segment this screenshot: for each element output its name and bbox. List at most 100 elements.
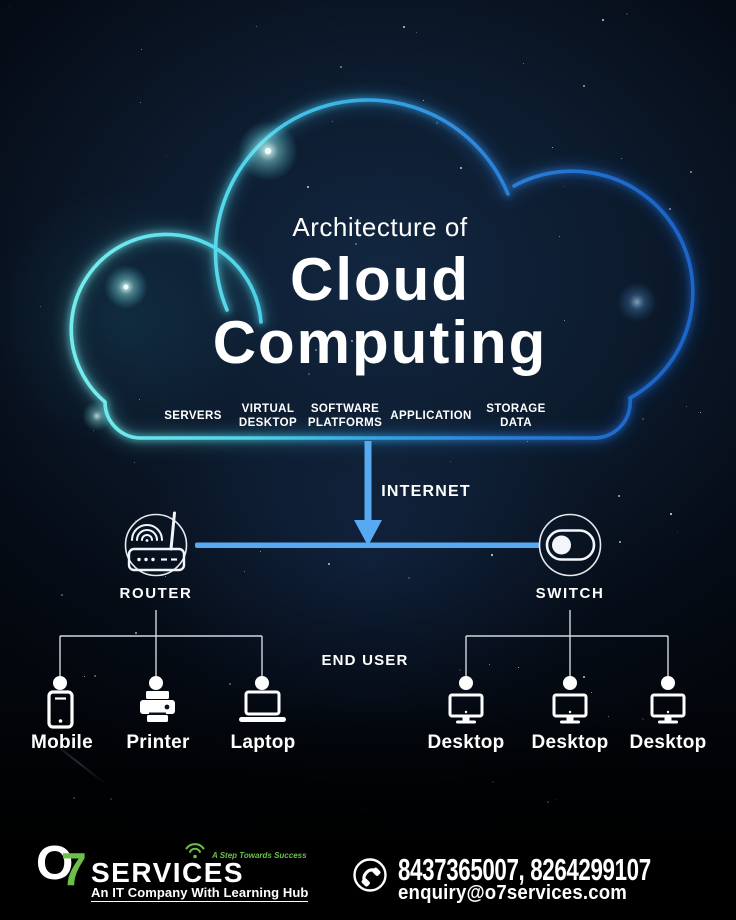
title-main-1: Cloud — [290, 246, 470, 313]
star — [73, 797, 75, 799]
switch-label: SWITCH — [535, 585, 605, 602]
end-user-label: END USER — [321, 652, 409, 669]
star — [403, 26, 406, 29]
cloud-label-application: APPLICATION — [390, 409, 472, 422]
star — [475, 729, 477, 731]
email-address: enquiry@o7services.com — [398, 882, 628, 904]
star — [84, 676, 86, 678]
cloud-glints — [82, 121, 657, 431]
star — [489, 664, 491, 666]
star — [591, 692, 592, 693]
star — [423, 100, 425, 102]
device-label-mobile: Mobile — [31, 732, 93, 753]
star — [669, 208, 671, 210]
star — [583, 676, 585, 678]
star — [165, 576, 167, 578]
desktop-icon — [650, 693, 686, 724]
device-label-desktop-3: Desktop — [629, 732, 707, 753]
cloud-label-software-platforms: SOFTWARE PLATFORMS — [307, 402, 383, 429]
logo-subtitle: An IT Company With Learning Hub — [91, 885, 309, 902]
desktop-icon — [448, 693, 484, 724]
star — [308, 373, 310, 375]
star — [332, 121, 333, 122]
logo-tagline: A Step Towards Success — [212, 851, 307, 860]
star — [700, 412, 702, 414]
star — [260, 551, 262, 553]
star — [134, 462, 136, 464]
device-label-desktop-1: Desktop — [427, 732, 505, 753]
star — [602, 19, 604, 21]
mobile-icon — [47, 690, 74, 729]
desktop-icon — [552, 693, 588, 724]
printer-icon — [140, 691, 175, 722]
star — [139, 399, 140, 400]
device-label-printer: Printer — [126, 732, 190, 753]
internet-arrow — [354, 441, 382, 546]
star — [365, 809, 366, 810]
star — [621, 158, 622, 159]
star — [459, 669, 461, 671]
star — [94, 675, 97, 678]
star — [491, 554, 493, 556]
star — [229, 683, 231, 685]
star — [618, 495, 621, 498]
star — [340, 66, 342, 68]
star — [328, 563, 330, 565]
logo-name: SERVICES — [91, 857, 245, 888]
star — [141, 49, 143, 51]
star — [608, 716, 610, 718]
star — [559, 236, 560, 237]
star — [670, 513, 672, 515]
star — [79, 748, 81, 750]
star — [450, 461, 452, 463]
cloud-label-storage-data: STORAGE DATA — [486, 402, 546, 429]
star — [642, 718, 644, 720]
logo-digit-7: 7 — [61, 843, 87, 895]
title-block: Architecture of Cloud Computing — [213, 212, 548, 373]
star — [518, 667, 519, 668]
star — [351, 340, 354, 343]
star — [564, 320, 566, 322]
phone-icon — [353, 858, 387, 892]
router-switch-link — [195, 542, 540, 548]
star — [583, 85, 585, 87]
star — [135, 520, 137, 522]
star — [626, 13, 629, 16]
star — [140, 102, 142, 104]
star — [619, 541, 621, 543]
star — [677, 532, 679, 534]
star — [492, 781, 494, 783]
star — [686, 406, 688, 408]
star — [460, 167, 462, 169]
router-icon — [124, 511, 188, 577]
star — [315, 349, 318, 352]
star — [523, 63, 525, 65]
laptop-icon — [239, 690, 286, 722]
star — [690, 171, 692, 173]
device-label-desktop-2: Desktop — [531, 732, 609, 753]
wifi-icon — [185, 843, 205, 859]
star — [552, 147, 554, 149]
device-label-laptop: Laptop — [230, 732, 296, 753]
star — [564, 186, 566, 188]
switch-icon — [538, 513, 602, 577]
star — [642, 418, 644, 420]
star — [547, 801, 549, 803]
star — [135, 632, 138, 635]
star — [166, 156, 168, 158]
cloud-label-servers: SERVERS — [164, 409, 222, 422]
star — [93, 430, 95, 432]
star — [355, 243, 357, 245]
star — [408, 577, 410, 579]
title-main-2: Computing — [212, 309, 548, 377]
title-pre: Architecture of — [292, 212, 468, 242]
star — [307, 186, 309, 188]
phone-numbers: 8437365007, 8264299107 — [398, 852, 651, 887]
company-logo: O 7 SERVICES A Step Towards Success An I… — [36, 837, 309, 906]
switch-tree-dots — [459, 676, 675, 690]
star — [256, 26, 258, 28]
star — [244, 571, 246, 573]
star — [279, 403, 281, 405]
router-tree — [59, 610, 263, 676]
router-tree-dots — [53, 676, 269, 690]
